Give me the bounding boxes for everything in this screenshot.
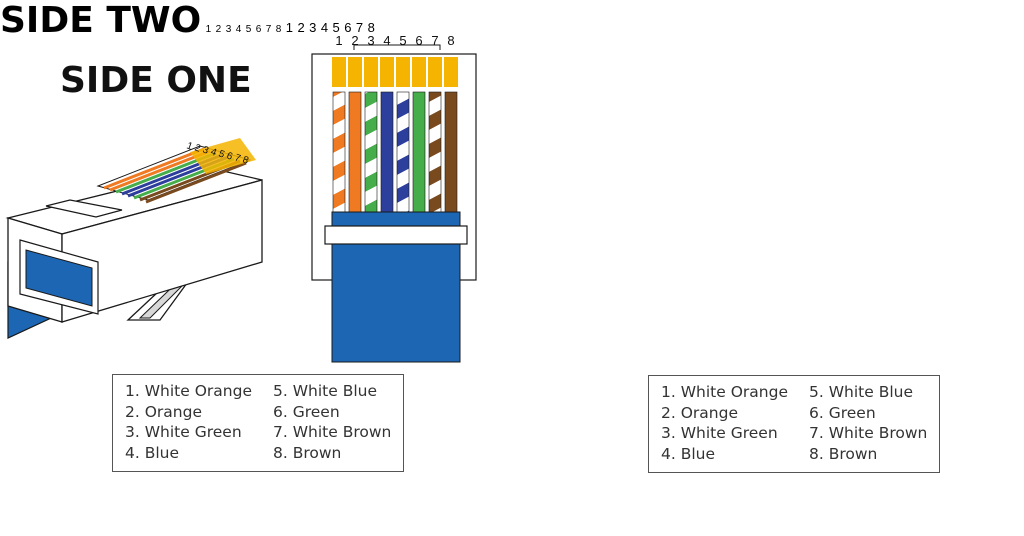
side-two-legend-item-8: 8. Brown [809, 444, 878, 463]
side-two-angled-pin-3: 3 [225, 24, 232, 35]
side-two-pin-8: 8 [367, 20, 375, 35]
side-two-legend-item-2: 2. Orange [661, 403, 738, 422]
side-two-legend-item-7: 7. White Brown [809, 424, 928, 442]
side-two-angled-plug: 1 2 3 4 5 6 7 8 [206, 19, 286, 36]
side-two-title: SIDE TWO [0, 0, 202, 41]
side-one-angled-plug: 1 2 3 4 5 6 7 8 [5, 138, 263, 339]
side-one-legend-item-5: 5. White Blue [273, 382, 378, 400]
side-one-pin-6: 6 [415, 33, 422, 48]
side-two-pin-3: 3 [309, 20, 317, 35]
side-two-pin-7: 7 [355, 20, 364, 35]
side-one-title: SIDE ONE [60, 60, 252, 101]
side-one-legend: 1. White Orange 2. Orange 3. White Green… [112, 374, 404, 472]
side-one-wire-white-green [364, 91, 378, 213]
side-one-angled-pin-6: 6 [225, 150, 234, 162]
side-two-legend-item-4: 4. Blue [661, 444, 716, 463]
side-two-legend-col-left: 1. White Orange 2. Orange 3. White Green… [661, 382, 788, 464]
side-two-legend-col-right: 5. White Blue 6. Green 7. White Brown 8.… [809, 382, 927, 464]
side-one-angled-pin-5: 5 [217, 148, 226, 160]
side-one-legend-item-4: 4. Blue [125, 443, 180, 462]
side-one-wire-orange [348, 91, 362, 213]
side-one-pin-3: 3 [367, 33, 374, 48]
side-two-pin-6: 6 [344, 20, 352, 35]
side-two-legend-item-3: 3. White Green [661, 424, 778, 442]
side-one-legend-item-3: 3. White Green [125, 423, 242, 441]
side-one: SIDE ONE [5, 33, 477, 363]
side-two-front-plug: 1 2 3 4 5 6 7 8 [286, 19, 375, 36]
side-one-angled-pin-1: 1 [185, 140, 194, 152]
side-one-legend-item-6: 6. Green [273, 402, 340, 421]
side-one-wire-white-brown [428, 91, 442, 213]
side-two-angled-pin-7: 7 [265, 24, 272, 35]
side-one-wire-brown [444, 91, 458, 213]
side-two-angled-pin-5: 5 [245, 24, 252, 35]
side-one-legend-item-8: 8. Brown [273, 443, 342, 462]
side-two: SIDE TWO 1 2 3 4 5 6 [0, 0, 375, 41]
side-one-wire-white-orange [332, 91, 346, 213]
side-one-wire-blue [380, 91, 394, 213]
side-two-pin-4: 4 [320, 20, 329, 35]
side-one-angled-pin-3: 3 [201, 144, 210, 156]
side-one-pin-1: 1 [335, 33, 342, 48]
side-two-pin-5: 5 [332, 20, 340, 35]
side-two-angled-pin-8: 8 [275, 24, 282, 35]
side-one-legend-col-left: 1. White Orange 2. Orange 3. White Green… [125, 381, 252, 463]
side-one-pin-8: 8 [447, 33, 454, 48]
side-two-angled-pin-1: 1 [205, 24, 212, 35]
side-one-wire-white-blue [396, 91, 410, 213]
side-two-pin-1: 1 [285, 20, 294, 35]
side-one-angled-pin-2: 2 [193, 142, 202, 154]
side-two-angled-pin-6: 6 [255, 24, 262, 35]
side-two-angled-pin-4: 4 [235, 24, 242, 35]
side-one-legend-item-2: 2. Orange [125, 402, 202, 421]
side-one-front-plug: 1 2 3 4 5 6 7 8 [311, 33, 477, 363]
side-one-angled-pin-8: 8 [241, 154, 250, 166]
side-two-legend: 1. White Orange 2. Orange 3. White Green… [648, 375, 940, 473]
side-one-legend-item-7: 7. White Brown [273, 423, 392, 441]
side-two-angled-pin-2: 2 [215, 24, 222, 35]
side-one-pin-2: 2 [351, 33, 358, 48]
side-one-wire-green [412, 91, 426, 213]
side-one-angled-pin-4: 4 [209, 146, 218, 158]
side-one-legend-col-right: 5. White Blue 6. Green 7. White Brown 8.… [273, 381, 391, 463]
side-one-pin-7: 7 [431, 33, 438, 48]
side-one-pin-4: 4 [383, 33, 390, 48]
side-one-pin-5: 5 [399, 33, 406, 48]
side-one-legend-item-1: 1. White Orange [125, 382, 252, 400]
side-two-legend-item-5: 5. White Blue [809, 383, 914, 401]
side-two-legend-item-6: 6. Green [809, 403, 876, 422]
side-two-legend-item-1: 1. White Orange [661, 383, 788, 401]
side-two-pin-2: 2 [297, 20, 305, 35]
side-one-angled-pin-7: 7 [233, 152, 242, 164]
